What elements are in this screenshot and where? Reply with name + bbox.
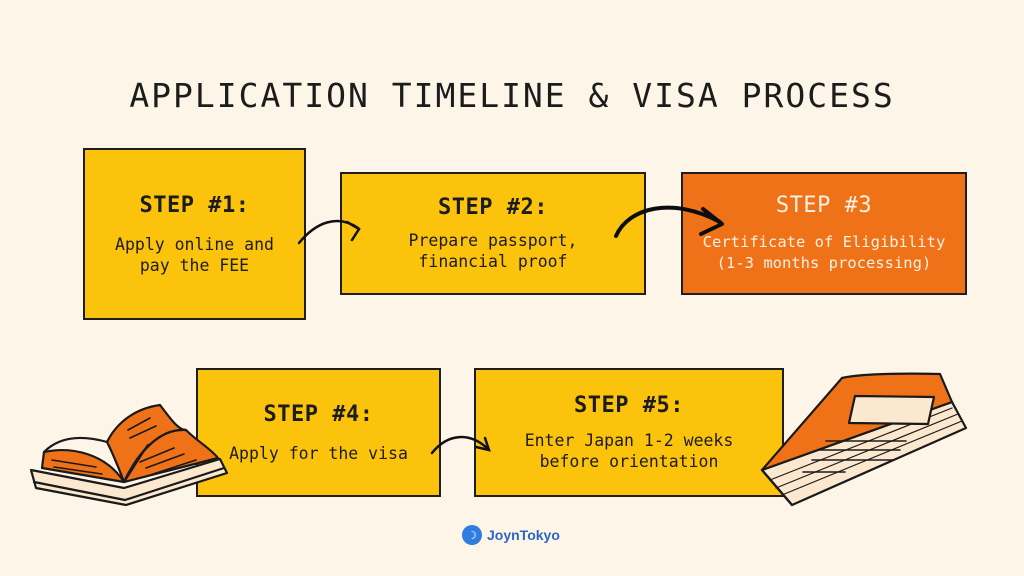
page-title: APPLICATION TIMELINE & VISA PROCESS <box>129 76 895 115</box>
brand-name: JoynTokyo <box>487 527 560 543</box>
step-2-title: STEP #2: <box>438 195 548 220</box>
step-4-title: STEP #4: <box>263 401 374 427</box>
closed-book-icon <box>760 372 968 507</box>
step-1-title: STEP #1: <box>139 192 250 218</box>
step-3-description: Certificate of Eligibility (1-3 months p… <box>702 233 946 272</box>
brand-logo: ☽ JoynTokyo <box>462 522 560 548</box>
step-3-title: STEP #3 <box>775 193 873 218</box>
step-1-box: STEP #1: Apply online and pay the FEE <box>83 148 306 320</box>
step-2-box: STEP #2: Prepare passport, financial pro… <box>340 172 646 295</box>
step-5-box: STEP #5: Enter Japan 1-2 weeks before or… <box>474 368 784 497</box>
crescent-moon-icon: ☽ <box>462 525 482 545</box>
step-4-description: Apply for the visa <box>229 443 408 463</box>
step-5-description: Enter Japan 1-2 weeks before orientation <box>524 431 734 471</box>
step-2-description: Prepare passport, financial proof <box>408 231 578 271</box>
step-4-box: STEP #4: Apply for the visa <box>196 368 441 497</box>
step-3-box: STEP #3 Certificate of Eligibility (1-3 … <box>681 172 967 295</box>
step-1-description: Apply online and pay the FEE <box>115 234 274 275</box>
step-5-title: STEP #5: <box>574 393 684 418</box>
